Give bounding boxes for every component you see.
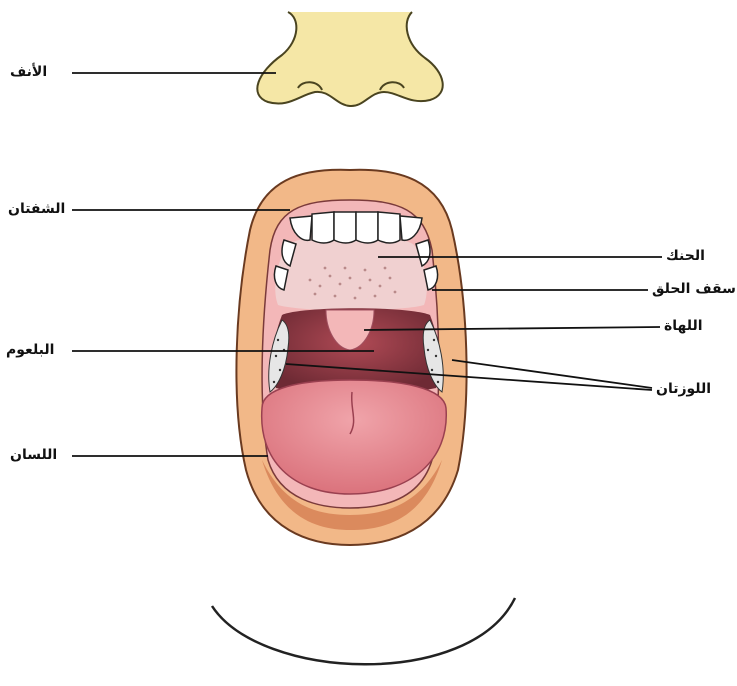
hard-palate bbox=[275, 235, 427, 310]
label-soft-palate: سقف الحلق bbox=[652, 280, 736, 298]
label-lips: الشفتان bbox=[8, 200, 65, 218]
label-uvula: اللهاة bbox=[664, 317, 703, 335]
nose-shape bbox=[257, 12, 442, 106]
label-tongue: اللسان bbox=[10, 446, 57, 464]
tonsils-leader-right bbox=[452, 360, 652, 388]
label-hard-palate: الحنك bbox=[666, 247, 705, 265]
label-nose: الأنف bbox=[10, 63, 47, 81]
label-tonsils: اللوزتان bbox=[656, 380, 711, 398]
label-pharynx: البلعوم bbox=[6, 341, 54, 359]
chin-line bbox=[212, 598, 515, 664]
